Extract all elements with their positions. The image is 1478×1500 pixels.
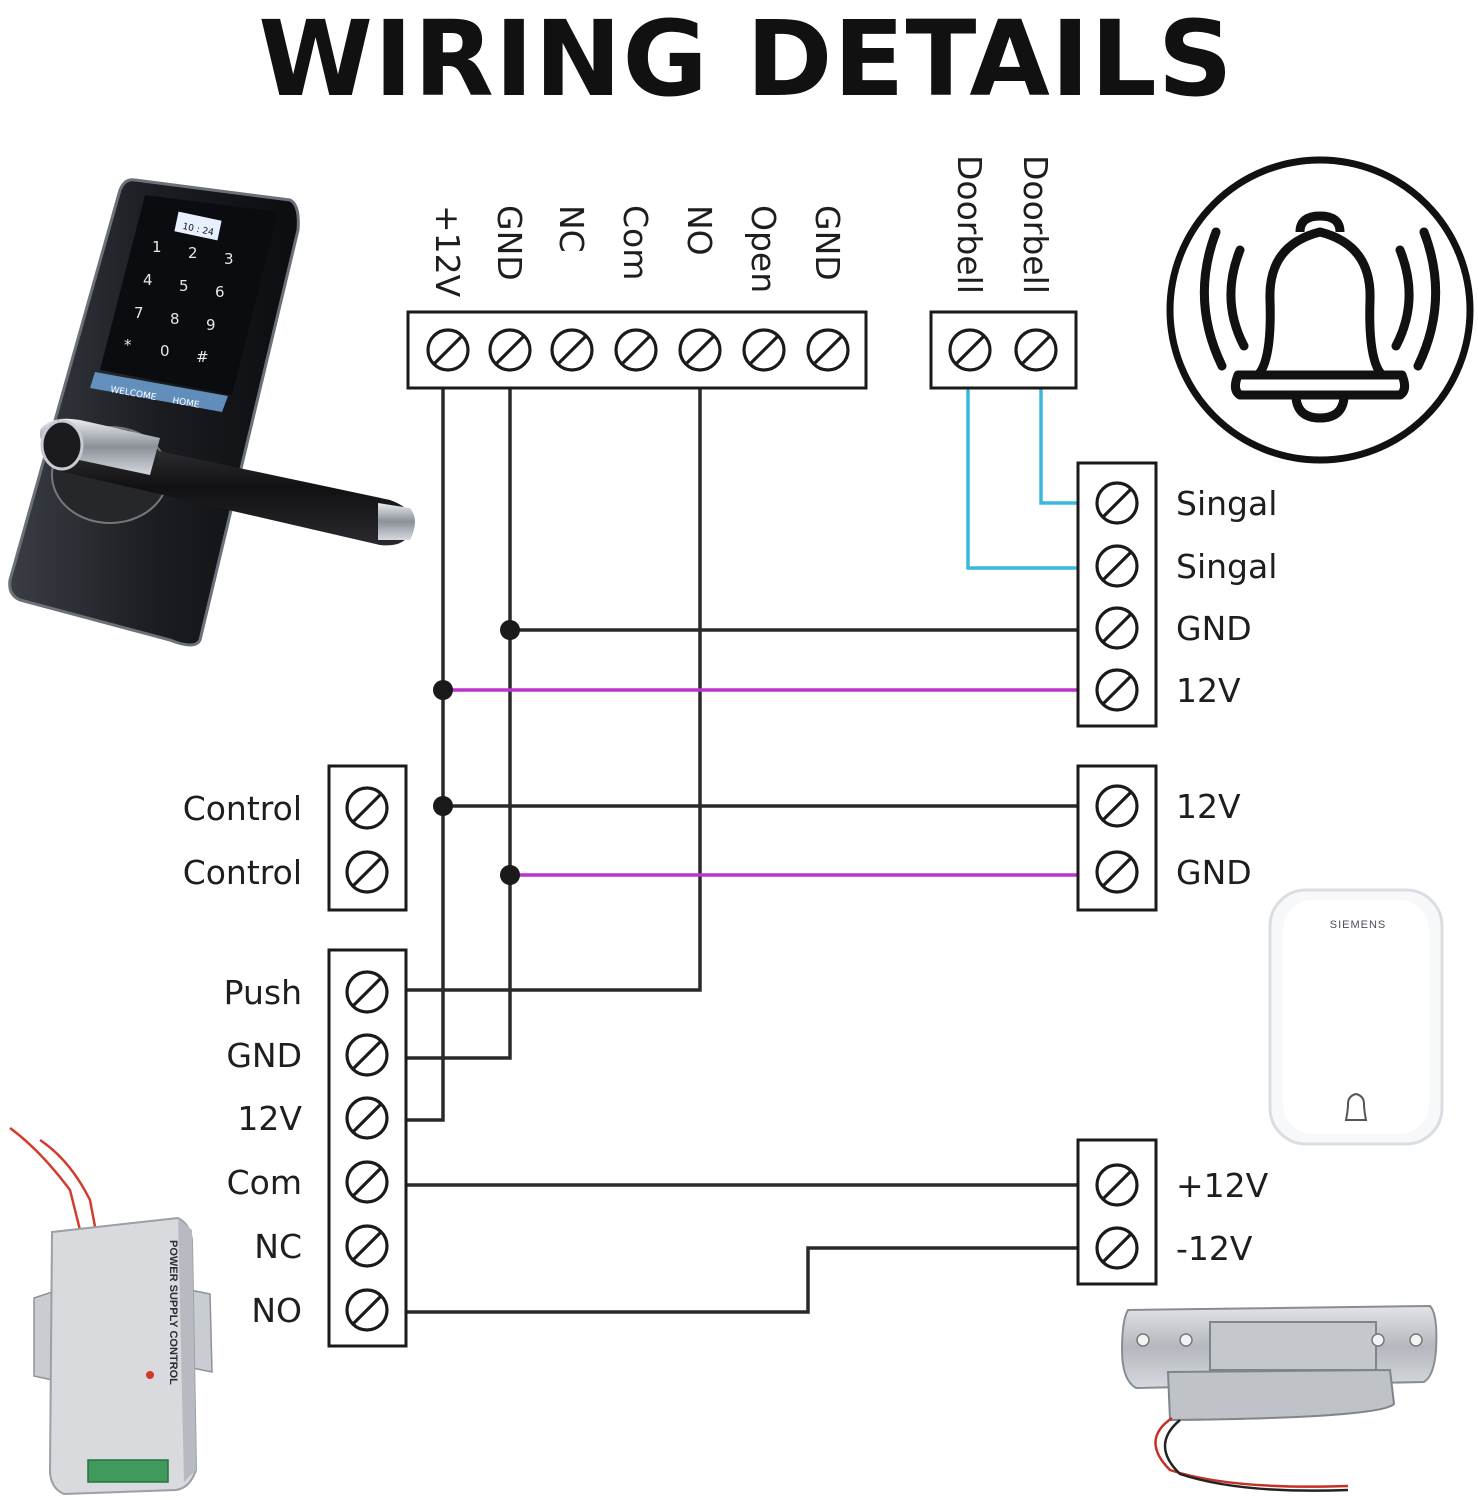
- page-title: WIRING DETAILS: [258, 0, 1233, 120]
- terminal-label: Control: [183, 789, 302, 828]
- keypad-key: 5: [179, 277, 189, 295]
- terminal-screw-icon: [1095, 544, 1139, 588]
- doorbell-chime-image: SIEMENS: [1268, 888, 1444, 1146]
- keypad-key: 7: [134, 304, 144, 322]
- terminal-label: +12V: [428, 205, 467, 298]
- terminal-label: Singal: [1176, 547, 1277, 586]
- terminal-screw-icon: [345, 1096, 389, 1140]
- terminal-label: 12V: [1176, 671, 1241, 710]
- terminal-label: 12V: [1176, 787, 1241, 826]
- terminal-screw-icon: [345, 1224, 389, 1268]
- terminal-label: NC: [552, 205, 591, 253]
- keypad-key: 9: [206, 316, 216, 334]
- power-supply-image: POWER SUPPLY CONTROL: [9, 1126, 213, 1496]
- terminal-label: Singal: [1176, 484, 1277, 523]
- terminal-label: GND: [1176, 853, 1252, 892]
- terminal-label: +12V: [1176, 1166, 1269, 1205]
- terminal-screw-icon: [948, 328, 992, 372]
- chime-bell-icon: [1344, 1092, 1368, 1121]
- wire-no-strike: [406, 1246, 1078, 1314]
- keypad-key: 0: [160, 342, 170, 360]
- electric-strike-image: [1120, 1304, 1438, 1492]
- terminal-label: NO: [680, 205, 719, 256]
- terminal-screw-icon: [1095, 850, 1139, 894]
- wire-doorbell-2: [1039, 388, 1078, 505]
- terminal-label: Open: [744, 205, 783, 293]
- junctions: [433, 620, 520, 885]
- terminal-screw-icon: [1095, 784, 1139, 828]
- wire-doorbell-1: [966, 388, 1078, 570]
- junction-dot: [500, 620, 520, 640]
- wire-lock-gnd: [406, 388, 512, 1060]
- aux-power-terminal-block: 12V GND: [1076, 764, 1252, 912]
- terminal-screw-icon: [345, 1033, 389, 1077]
- doorbell-terminal-block: Doorbell Doorbell: [929, 155, 1078, 390]
- terminal-label: -12V: [1176, 1229, 1253, 1268]
- keypad-key: 4: [143, 271, 153, 289]
- terminal-screw-icon: [742, 328, 786, 372]
- terminal-label: Doorbell: [1016, 155, 1055, 294]
- keypad-key: 2: [188, 244, 198, 262]
- chime-brand: SIEMENS: [1330, 919, 1387, 931]
- terminal-label: NC: [254, 1227, 302, 1266]
- terminal-label: GND: [1176, 609, 1252, 648]
- terminal-label: Push: [224, 973, 302, 1012]
- terminal-screw-icon: [678, 328, 722, 372]
- terminal-label: 12V: [237, 1099, 302, 1138]
- terminal-screw-icon: [345, 970, 389, 1014]
- terminal-screw-icon: [1095, 606, 1139, 650]
- keypad-key: 8: [170, 310, 180, 328]
- junction-dot: [500, 865, 520, 885]
- terminal-label: GND: [226, 1036, 302, 1075]
- terminal-screw-icon: [1014, 328, 1058, 372]
- keypad-key: *: [124, 336, 132, 354]
- strike-terminal-block: +12V -12V: [1076, 1138, 1269, 1286]
- terminal-label: GND: [808, 205, 847, 281]
- terminal-screw-icon: [345, 786, 389, 830]
- wire-lock-12v: [406, 388, 445, 1122]
- terminal-label: Com: [227, 1163, 302, 1202]
- terminal-screw-icon: [345, 1288, 389, 1332]
- terminal-screw-icon: [345, 850, 389, 894]
- terminal-screw-icon: [614, 328, 658, 372]
- terminal-screw-icon: [1095, 481, 1139, 525]
- bell-icon: [1166, 156, 1474, 464]
- keypad-key: 6: [215, 283, 225, 301]
- terminal-label: NO: [251, 1291, 302, 1330]
- terminal-label: GND: [490, 205, 529, 281]
- terminal-screw-icon: [426, 328, 470, 372]
- terminal-screw-icon: [345, 1160, 389, 1204]
- keypad-key: #: [196, 348, 209, 366]
- keypad-key: 3: [224, 250, 234, 268]
- terminal-screw-icon: [1095, 1163, 1139, 1207]
- terminal-screw-icon: [806, 328, 850, 372]
- power-supply-label: POWER SUPPLY CONTROL: [167, 1240, 179, 1385]
- lock-terminal-block: +12V GND NC Com NO Open GND: [406, 205, 868, 390]
- wires: [406, 388, 1078, 1314]
- terminal-screw-icon: [550, 328, 594, 372]
- terminal-screw-icon: [1095, 668, 1139, 712]
- terminal-label: Com: [616, 205, 655, 280]
- terminal-label: Doorbell: [950, 155, 989, 294]
- junction-dot: [433, 680, 453, 700]
- terminal-screw-icon: [1095, 1226, 1139, 1270]
- junction-dot: [433, 796, 453, 816]
- terminal-label: Control: [183, 853, 302, 892]
- keypad-key: 1: [152, 238, 162, 256]
- lock-banner-2: HOME: [171, 396, 200, 411]
- wire-lock-no: [406, 388, 702, 992]
- terminal-screw-icon: [488, 328, 532, 372]
